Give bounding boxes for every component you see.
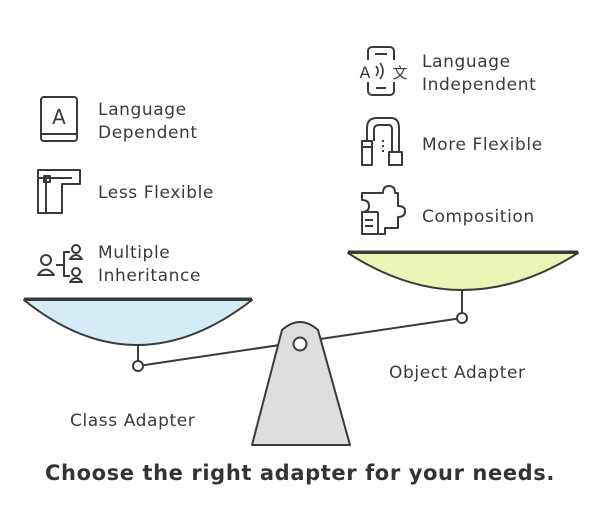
item-less-flexible: Less Flexible xyxy=(98,182,214,205)
item-line: Independent xyxy=(422,75,537,95)
item-line: More Flexible xyxy=(422,135,543,155)
item-line: Language xyxy=(98,100,187,120)
item-line: Inheritance xyxy=(98,266,201,286)
object-adapter-label: Object Adapter xyxy=(389,363,526,383)
item-line: Dependent xyxy=(98,123,198,143)
class-adapter-label: Class Adapter xyxy=(70,411,196,431)
svg-text:文: 文 xyxy=(392,64,407,82)
right-pan xyxy=(347,250,579,291)
svg-text:A: A xyxy=(360,63,371,82)
item-multiple-inheritance: Multiple Inheritance xyxy=(98,242,201,288)
item-line: Less Flexible xyxy=(98,183,214,203)
item-language-dependent: Language Dependent xyxy=(98,99,198,145)
item-line: Multiple xyxy=(98,243,171,263)
hierarchy-users-icon xyxy=(37,244,83,283)
fulcrum xyxy=(251,321,351,446)
item-line: Language xyxy=(422,52,511,72)
flexible-pipe-icon xyxy=(361,117,403,166)
book-icon: A xyxy=(40,96,78,142)
left-pan xyxy=(23,297,253,346)
pipe-elbow-icon xyxy=(37,169,81,214)
svg-text:A: A xyxy=(52,105,66,129)
item-line: Composition xyxy=(422,207,535,227)
item-composition: Composition xyxy=(422,206,535,229)
phone-translate-icon: A 文 xyxy=(358,46,408,96)
caption: Choose the right adapter for your needs. xyxy=(45,461,555,485)
right-joint xyxy=(456,312,468,324)
puzzle-pieces-icon xyxy=(361,185,406,235)
item-more-flexible: More Flexible xyxy=(422,134,543,157)
item-language-independent: Language Independent xyxy=(422,51,536,97)
left-joint xyxy=(132,360,144,372)
